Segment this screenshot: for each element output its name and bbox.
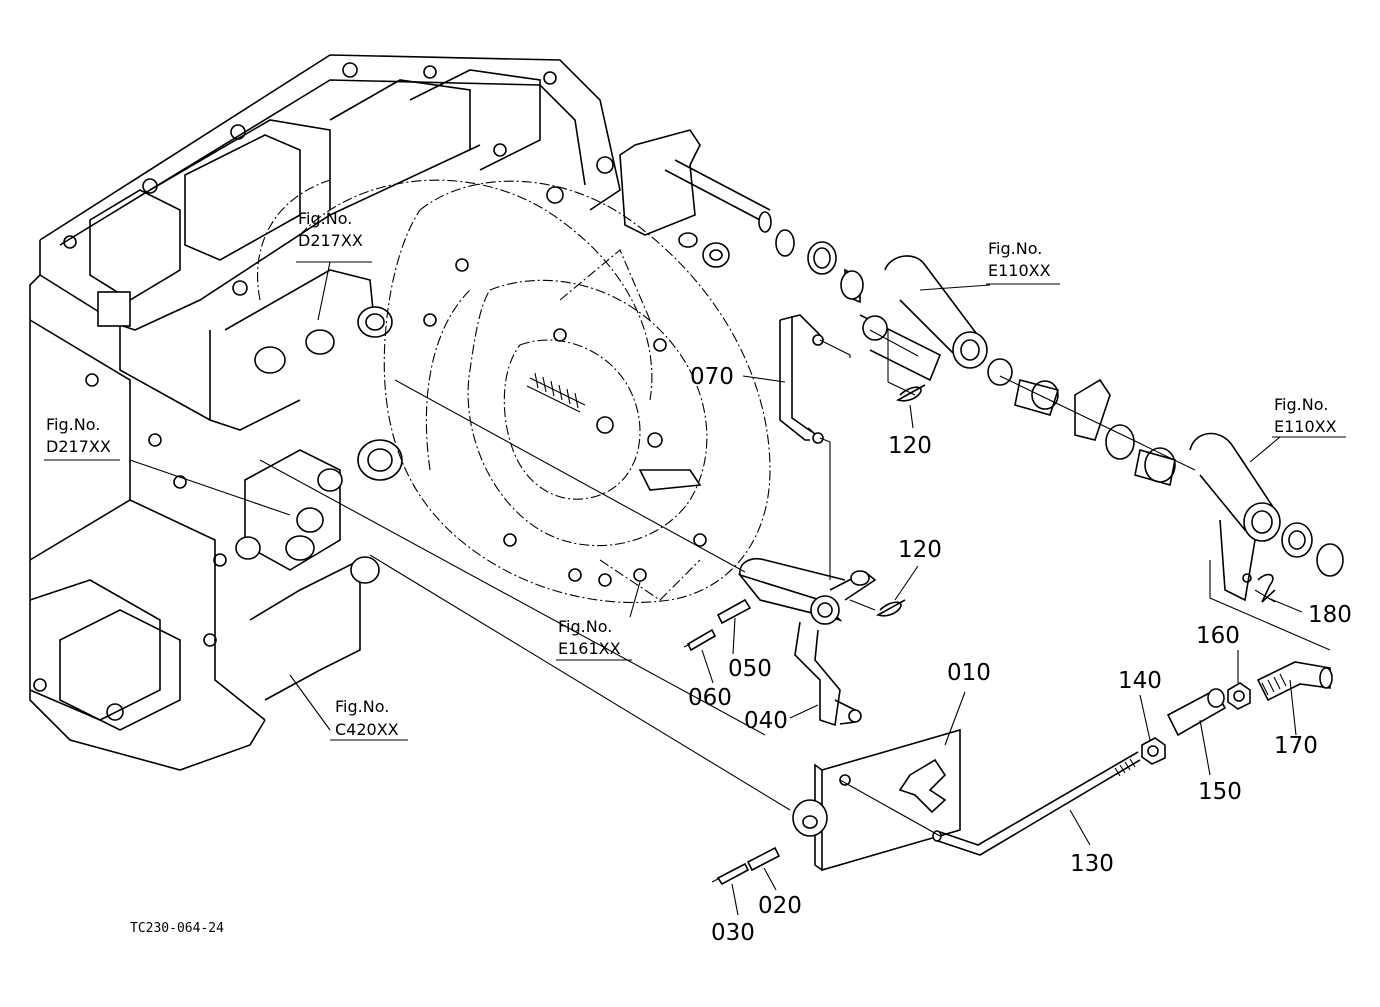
- part-150-turnbuckle: [1166, 688, 1227, 737]
- drawing-code: TC230-064-24: [130, 921, 224, 936]
- part-020-pin: [746, 846, 781, 872]
- callout-170[interactable]: 170: [1274, 733, 1318, 759]
- fig-ref-code: C420XX: [335, 720, 399, 739]
- fig-ref-label: Fig.No.: [335, 697, 389, 716]
- fig-ref-label: Fig.No.: [1274, 395, 1328, 414]
- part-170-rod-end: [1256, 661, 1333, 702]
- callout-040[interactable]: 040: [744, 708, 788, 734]
- fig-ref-label: Fig.No.: [988, 239, 1042, 258]
- part-060-pin: [683, 628, 717, 652]
- fig-ref-code: E161XX: [558, 639, 621, 658]
- fig-ref-label: Fig.No.: [46, 415, 100, 434]
- fig-ref-code: D217XX: [298, 231, 363, 250]
- callout-050[interactable]: 050: [728, 656, 772, 682]
- part-120-clip-lower: [875, 599, 906, 617]
- fig-ref-code: E110XX: [988, 261, 1051, 280]
- callout-010[interactable]: 010: [947, 660, 991, 686]
- fig-ref-label: Fig.No.: [558, 617, 612, 636]
- fig-ref-e110xx-upper: Fig.No. E110XX: [986, 239, 1060, 285]
- callout-070[interactable]: 070: [690, 364, 734, 390]
- fig-ref-e110xx-lower: Fig.No. E110XX: [1272, 395, 1346, 438]
- part-070-rod: [779, 314, 851, 580]
- fig-ref-code: D217XX: [46, 437, 111, 456]
- callout-030[interactable]: 030: [711, 920, 755, 946]
- part-140-nut: [1141, 737, 1166, 765]
- fig-ref-code: E110XX: [1274, 417, 1337, 436]
- flywheel-housing: [383, 180, 771, 604]
- part-120-clip-upper: [895, 384, 926, 402]
- leader-lines: [129, 261, 1303, 916]
- callout-180[interactable]: 180: [1308, 602, 1352, 628]
- part-050-pin: [716, 598, 752, 625]
- fig-ref-label: Fig.No.: [298, 209, 352, 228]
- callout-160[interactable]: 160: [1196, 623, 1240, 649]
- part-010-plate: [792, 728, 961, 872]
- callout-120-upper[interactable]: 120: [888, 433, 932, 459]
- fig-ref-d217xx-upper: Fig.No. D217XX: [296, 209, 372, 263]
- fig-ref-d217xx-lower: Fig.No. D217XX: [44, 415, 120, 461]
- part-040-lever: [737, 558, 877, 727]
- callout-150[interactable]: 150: [1198, 779, 1242, 805]
- transmission-housing: [29, 54, 653, 771]
- part-160-nut: [1227, 682, 1251, 710]
- callout-020[interactable]: 020: [758, 893, 802, 919]
- callout-060[interactable]: 060: [688, 685, 732, 711]
- part-030-pin: [711, 862, 750, 886]
- part-180-clip: [1257, 573, 1276, 603]
- fig-ref-c420xx: Fig.No. C420XX: [330, 697, 408, 741]
- part-130-rod: [932, 751, 1141, 856]
- callout-130[interactable]: 130: [1070, 851, 1114, 877]
- callout-140[interactable]: 140: [1118, 668, 1162, 694]
- callout-120-lower[interactable]: 120: [898, 537, 942, 563]
- fig-ref-e161xx: Fig.No. E161XX: [556, 617, 632, 661]
